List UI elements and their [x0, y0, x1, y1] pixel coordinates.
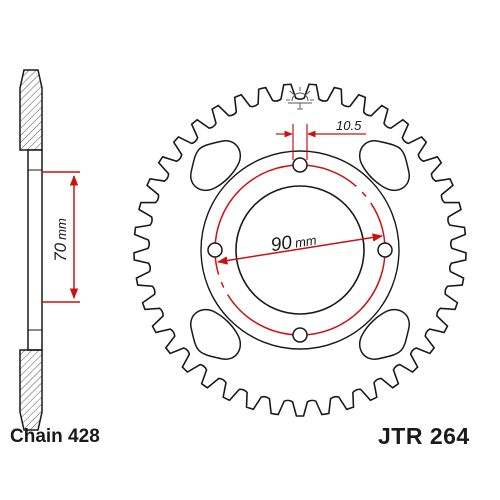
lightening-cutout	[190, 140, 242, 192]
lightening-cutout	[358, 140, 410, 192]
side-profile-bottom-tooth	[19, 349, 43, 431]
chain-size-label: Chain 428	[10, 426, 100, 447]
sprocket-face: 90mm 10.5	[133, 83, 467, 417]
lightening-cutout	[358, 308, 410, 360]
side-profile-top-tooth	[19, 69, 43, 151]
lightening-cutout	[190, 308, 242, 360]
bolt-circle-dim-line	[216, 233, 384, 265]
bolt-hole	[207, 242, 223, 258]
sun-icon	[286, 87, 314, 110]
bolt-hole	[292, 157, 308, 173]
cutout-group	[190, 140, 410, 360]
center-bore	[235, 185, 365, 315]
bolt-circle-label: 90mm	[269, 228, 318, 256]
side-profile: 70mm	[19, 69, 80, 431]
bolt-hole	[377, 242, 393, 258]
bolt-hole	[292, 327, 308, 343]
side-profile-hub	[27, 149, 43, 351]
part-number: JTR 264	[378, 423, 470, 449]
hub-ring	[200, 150, 400, 350]
side-dim-label: 70mm	[51, 218, 70, 262]
hole-dim-label: 10.5	[336, 118, 362, 133]
